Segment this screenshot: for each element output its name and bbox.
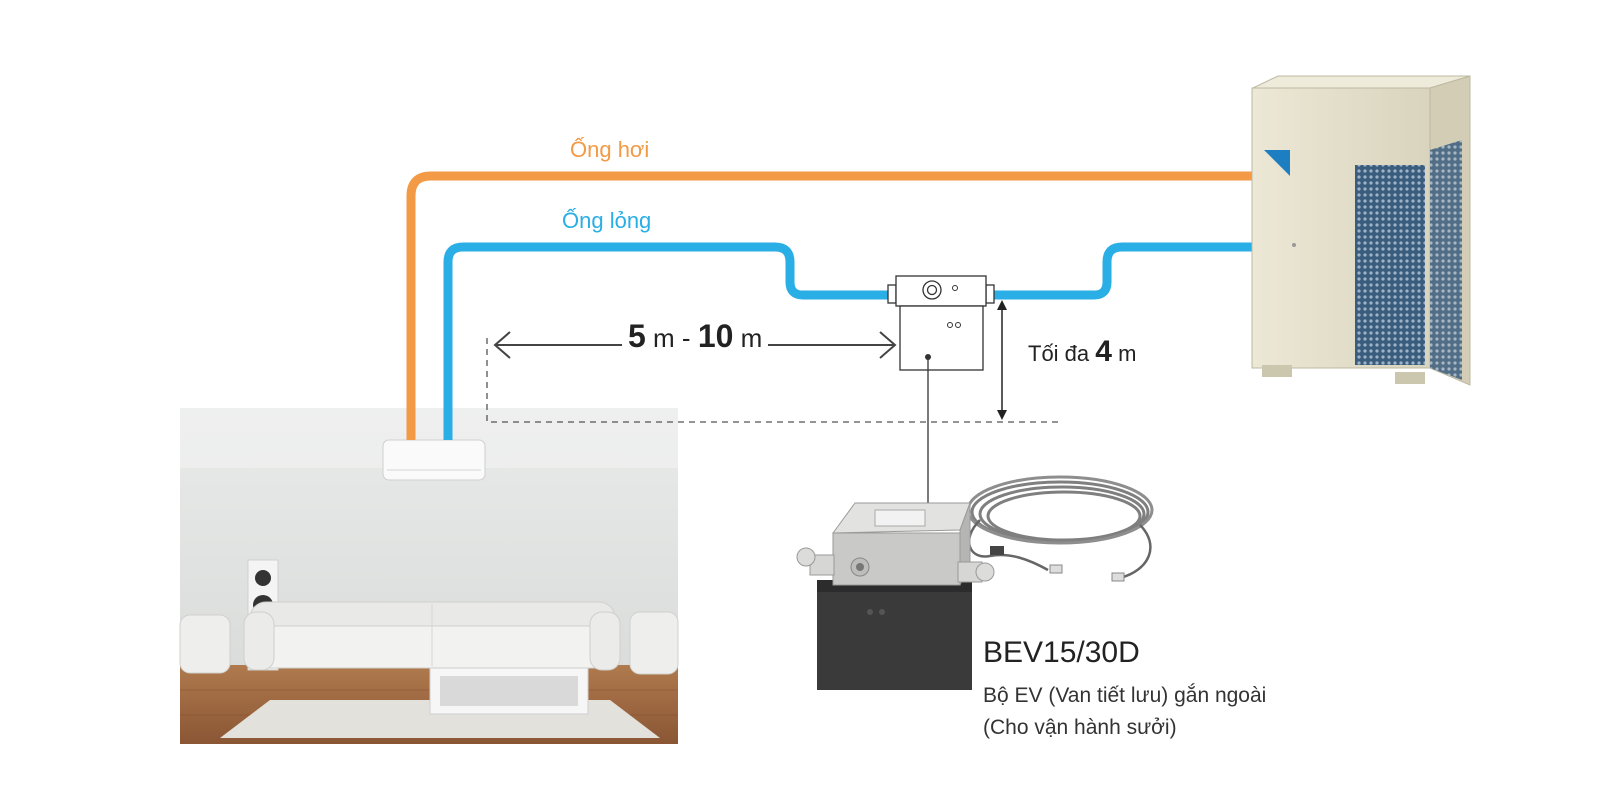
height-label: Tối đa 4 m [1028,335,1136,369]
height-arrow [997,300,1007,420]
liquid-pipe [443,242,1252,440]
distance-unit: m [740,323,763,353]
height-value: 4 [1095,335,1112,368]
coffee-table-icon [429,667,589,715]
reference-dashed-line [486,338,1058,423]
distance-label: 5 m - 10 m [622,318,769,355]
gas-pipe-label: Ống hơi [570,137,650,162]
height-unit: m [1118,341,1137,366]
distance-min: 5 [628,318,646,354]
model-name: BEV15/30D [983,636,1140,669]
model-description-line2: (Cho vận hành sưởi) [983,716,1177,739]
cable-coil-icon [966,475,1154,582]
outdoor-unit-icon [1251,75,1471,386]
distance-separator: m - [653,323,691,353]
ev-kit-product-icon [796,502,995,690]
height-prefix: Tối đa [1028,341,1090,366]
indoor-unit-icon [382,439,486,481]
ev-kit-schematic-icon [887,275,995,530]
sofa-icon [243,601,621,671]
liquid-pipe-label: Ống lỏng [562,208,652,233]
gas-pipe [406,171,1252,440]
daikin-logo-icon [1264,150,1290,176]
distance-max: 10 [697,318,734,354]
model-description-line1: Bộ EV (Van tiết lưu) gắn ngoài [983,684,1267,707]
